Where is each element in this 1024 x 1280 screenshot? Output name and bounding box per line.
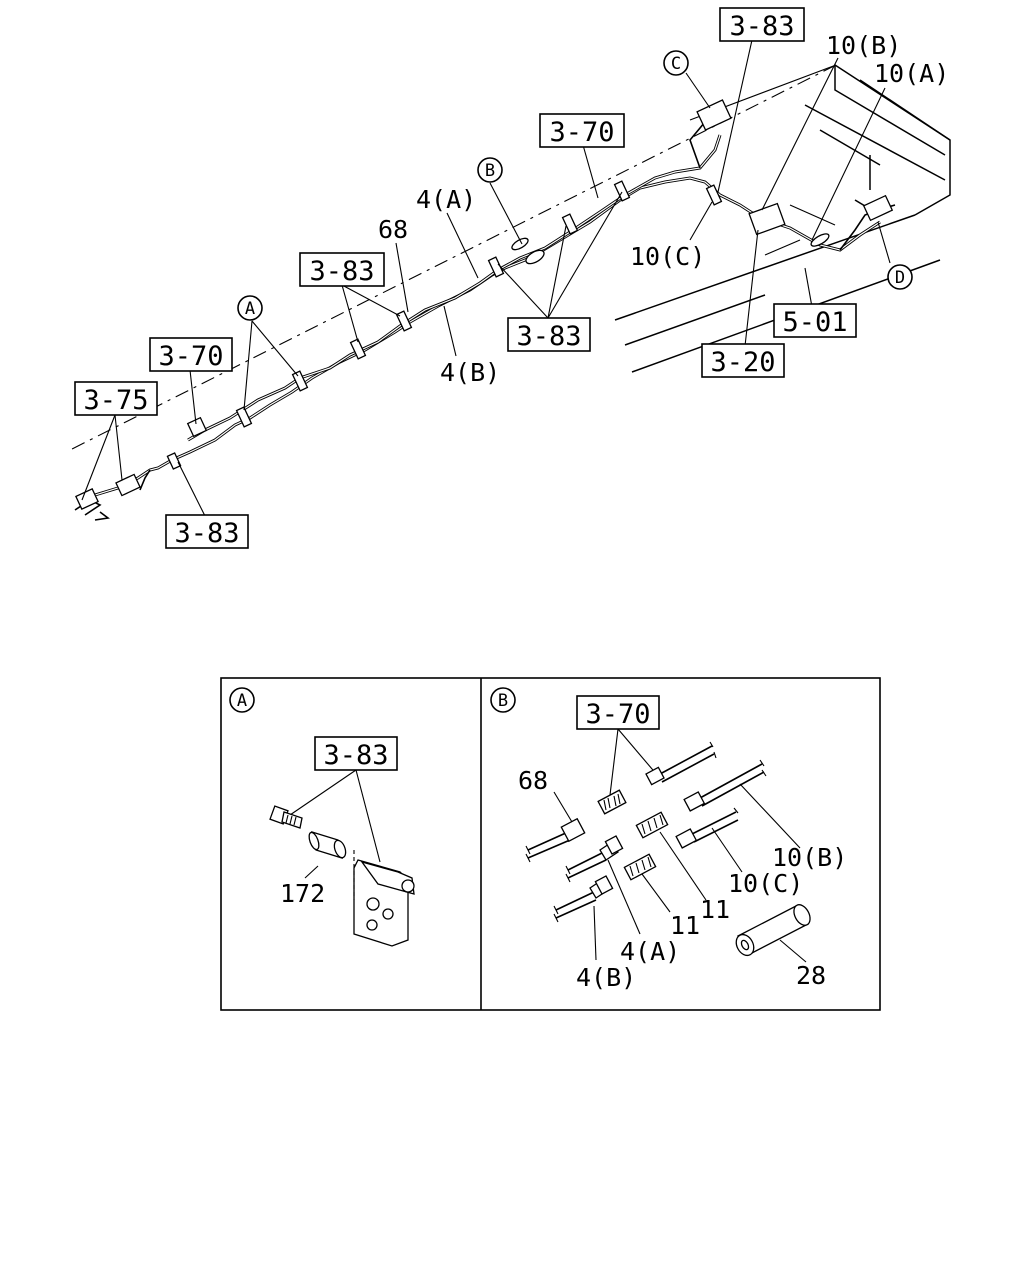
nut-11-lower [623, 853, 657, 881]
detail-b: B 3-70 10(B) [490, 687, 847, 992]
svg-text:3-70: 3-70 [158, 341, 223, 372]
spacer-172-part [308, 831, 347, 859]
svg-text:C: C [671, 54, 681, 74]
detail-a-callout-3-83: 3-83 [314, 736, 398, 771]
detail-b-callout-3-70: 3-70 [576, 695, 660, 730]
sleeve-28-part [735, 904, 811, 957]
label-68-top: 68 [378, 215, 408, 244]
detail-panels-frame [220, 677, 881, 1011]
callout-5-01: 5-01 [773, 303, 857, 338]
detail-b-label-10b: 10(B) [772, 843, 847, 872]
detail-b-label-4a: 4(A) [620, 937, 680, 966]
detail-b-label-11-lower: 11 [670, 911, 700, 940]
pipe-68 [525, 817, 586, 863]
label-10a-top: 10(A) [874, 59, 949, 88]
label-4b-top: 4(B) [440, 358, 500, 387]
pipe-clips [166, 180, 723, 470]
svg-text:3-75: 3-75 [83, 385, 148, 416]
detail-b-circle: B [490, 687, 516, 713]
callout-3-83-mid: 3-83 [299, 252, 385, 287]
pipe-4a [565, 835, 624, 883]
svg-text:5-01: 5-01 [782, 307, 847, 338]
detail-a-circle: A [229, 687, 255, 713]
callout-3-83-bottom: 3-83 [165, 514, 249, 549]
svg-text:B: B [485, 161, 495, 181]
detail-b-label-4b: 4(B) [576, 963, 636, 992]
chassis-frame [69, 64, 951, 451]
svg-text:3-83: 3-83 [729, 11, 794, 42]
circle-a-top: A [237, 295, 263, 321]
pipe-10b [683, 759, 767, 812]
callout-3-70-top: 3-70 [539, 113, 625, 148]
svg-text:D: D [895, 268, 905, 288]
svg-text:3-83: 3-83 [309, 256, 374, 287]
pipe-end-3-70 [645, 741, 717, 786]
label-10b-top: 10(B) [826, 31, 901, 60]
circle-d: D [887, 264, 913, 290]
detail-a: A 3-83 172 [229, 687, 415, 947]
callout-3-75: 3-75 [74, 381, 158, 416]
callout-3-70-left: 3-70 [149, 337, 233, 372]
detail-b-label-11-upper: 11 [700, 895, 730, 924]
detail-b-label-10c: 10(C) [728, 869, 803, 898]
svg-text:A: A [245, 299, 255, 319]
circle-b-top: B [477, 157, 503, 183]
bolt-part [269, 805, 303, 829]
callout-3-83-center: 3-83 [507, 317, 591, 352]
svg-text:B: B [498, 691, 508, 711]
label-10c-top: 10(C) [630, 242, 705, 271]
svg-text:3-83: 3-83 [174, 518, 239, 549]
circle-c: C [663, 50, 689, 76]
clamp-bracket-part [353, 850, 415, 947]
pipe-4b [553, 875, 614, 923]
svg-text:3-83: 3-83 [323, 740, 388, 771]
svg-text:A: A [237, 691, 247, 711]
callout-3-83-top: 3-83 [719, 7, 805, 42]
svg-text:3-20: 3-20 [710, 347, 775, 378]
detail-a-label-172: 172 [280, 879, 325, 908]
detail-b-label-28: 28 [796, 961, 826, 990]
svg-text:3-83: 3-83 [516, 321, 581, 352]
label-4a-top: 4(A) [416, 185, 476, 214]
pipe-10c [675, 807, 739, 849]
leader-lines [81, 39, 891, 517]
nut-11-upper [635, 811, 669, 839]
union-3-70 [597, 789, 627, 815]
callout-3-20: 3-20 [701, 343, 785, 378]
svg-text:3-70: 3-70 [585, 699, 650, 730]
svg-text:3-70: 3-70 [549, 117, 614, 148]
detail-b-label-68: 68 [518, 766, 548, 795]
